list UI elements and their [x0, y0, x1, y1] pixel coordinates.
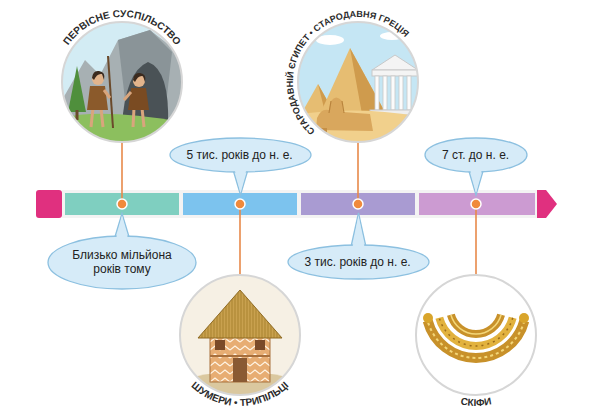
caption-arc: ШУМЕРИ • ТРИПІЛЬЦІ	[160, 255, 320, 415]
circle-caption: СКІФИ	[460, 395, 492, 408]
circle-caption: ШУМЕРИ • ТРИПІЛЬЦІ	[189, 379, 290, 408]
pectoral-picture	[416, 275, 536, 395]
picture-circle: СКІФИ	[396, 255, 556, 415]
date-text: 7 ст. до н. е.	[442, 148, 509, 162]
picture-frame	[180, 275, 300, 395]
timeline-bar	[36, 190, 557, 218]
picture-frame	[62, 22, 182, 142]
picture-circle: СТАРОДАВНІЙ ЄГИПЕТ • СТАРОДАВНЯ ГРЕЦІЯ	[278, 2, 438, 162]
egypt-greece-picture	[298, 22, 420, 142]
picture-circle: ПЕРВІСНЕ СУСПІЛЬСТВО	[42, 2, 202, 162]
date-text: 3 тис. років до н. е.	[305, 255, 411, 269]
date-text: Близько мільйона років тому	[65, 248, 179, 276]
cave-picture	[62, 22, 182, 142]
circle-caption: СТАРОДАВНІЙ ЄГИПЕТ • СТАРОДАВНЯ ГРЕЦІЯ	[284, 9, 411, 137]
caption-arc: СТАРОДАВНІЙ ЄГИПЕТ • СТАРОДАВНЯ ГРЕЦІЯ	[278, 2, 438, 162]
picture-frame	[298, 22, 418, 142]
date-bubble: 7 ст. до н. е.	[424, 137, 528, 173]
timeline-dots	[117, 199, 481, 209]
circle-caption: ПЕРВІСНЕ СУСПІЛЬСТВО	[61, 8, 183, 47]
picture-circle: ШУМЕРИ • ТРИПІЛЬЦІ	[160, 255, 320, 415]
caption-arc: ПЕРВІСНЕ СУСПІЛЬСТВО	[42, 2, 202, 162]
date-text: 5 тис. років до н. е.	[187, 148, 293, 162]
caption-arc: СКІФИ	[396, 255, 556, 415]
picture-frame	[416, 275, 536, 395]
date-bubble: 5 тис. років до н. е.	[169, 137, 312, 173]
date-bubble: Близько мільйона років тому	[47, 235, 197, 290]
date-bubble: 3 тис. років до н. е.	[287, 244, 430, 280]
